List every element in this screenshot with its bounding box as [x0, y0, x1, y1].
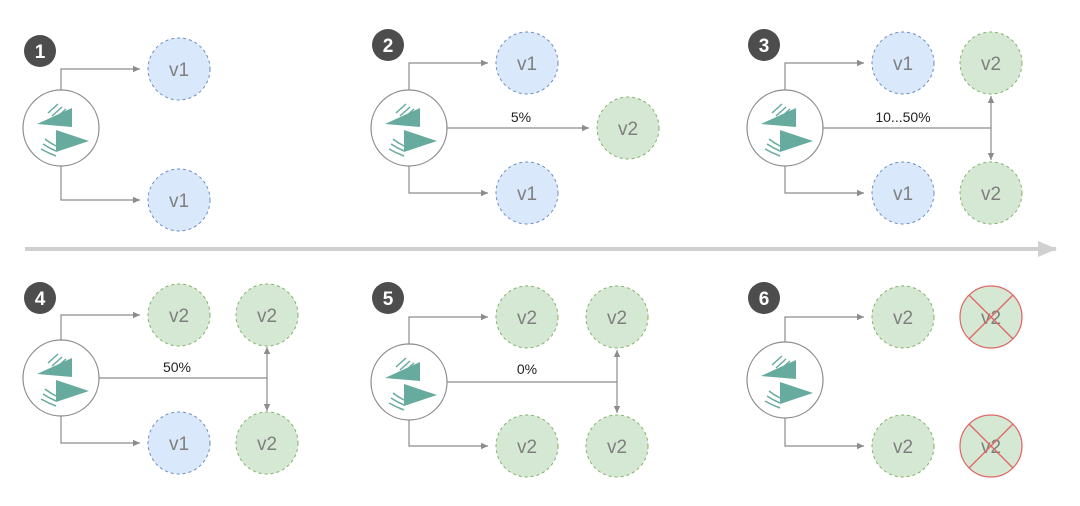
node-top-label: v2: [517, 308, 537, 329]
node-top-label: v1: [169, 60, 189, 81]
node-top-label: v2: [169, 306, 189, 327]
node-top: v1: [147, 37, 211, 101]
traffic-percent-label: 0%: [517, 361, 537, 377]
node-top-label: v1: [517, 54, 537, 75]
cross-icon: [968, 423, 1014, 469]
edge-top: [784, 59, 864, 95]
step-badge-1: [24, 35, 56, 67]
node-bottom-label: v1: [517, 184, 537, 205]
node-far-top: v2: [585, 285, 649, 349]
node-far-top-label: v2: [981, 308, 1001, 329]
step-number-6: 6: [759, 289, 770, 310]
node-far-top-label: v2: [981, 54, 1001, 75]
node-bottom-label: v1: [893, 184, 913, 205]
node-far-bottom: v2: [585, 414, 649, 478]
node-far-top-label: v2: [257, 306, 277, 327]
traffic-percent-label: 5%: [511, 109, 531, 125]
node-far-bottom-label: v2: [257, 434, 277, 455]
step-number-3: 3: [759, 36, 770, 57]
node-bottom: v1: [147, 411, 211, 475]
cross-icon: [968, 294, 1014, 340]
edge-bottom: [784, 165, 864, 197]
step-badge-5: [372, 282, 404, 314]
traffic-percent-label: 50%: [163, 359, 191, 375]
node-top: v1: [495, 31, 559, 95]
step-panel-1: 1 v1 v1: [22, 35, 211, 232]
node-far-top-label: v2: [607, 308, 627, 329]
node-top-label: v2: [893, 308, 913, 329]
node-far-bottom-label: v2: [607, 437, 627, 458]
node-bottom: v1: [147, 168, 211, 232]
node-bottom-label: v2: [893, 437, 913, 458]
router-logo-icon: [370, 343, 448, 421]
node-top-label: v1: [893, 54, 913, 75]
step-badge-6: [748, 282, 780, 314]
edge-top: [408, 59, 488, 95]
step-panel-4: 4 50% v2 v1 v2 v2: [22, 282, 299, 475]
node-far-top: v2: [959, 31, 1023, 95]
node-bottom-label: v1: [169, 434, 189, 455]
node-bottom: v2: [495, 414, 559, 478]
node-top: v2: [147, 283, 211, 347]
edge-bottom: [60, 416, 140, 447]
edge-bottom: [408, 165, 488, 197]
node-far-top: v2: [235, 283, 299, 347]
traffic-percent-label: 10...50%: [875, 109, 930, 125]
step-number-1: 1: [35, 42, 46, 63]
step-number-4: 4: [35, 289, 46, 310]
router-logo-icon: [370, 89, 448, 167]
node-mid-label: v2: [618, 119, 638, 140]
step-badge-2: [372, 29, 404, 61]
node-bottom-label: v1: [169, 191, 189, 212]
node-far-bottom-label: v2: [981, 184, 1001, 205]
edge-top: [408, 313, 488, 346]
node-mid: v2: [596, 96, 660, 160]
node-top: v2: [871, 285, 935, 349]
node-bottom-label: v2: [517, 437, 537, 458]
edge-top: [784, 313, 864, 342]
node-bottom: v1: [495, 161, 559, 225]
node-top: v1: [871, 31, 935, 95]
node-far-bottom: v2: [235, 411, 299, 475]
step-panel-5: 5 0% v2 v2 v2 v2: [370, 282, 649, 478]
router-logo-icon: [746, 341, 824, 419]
node-far-bottom-removed: v2: [959, 414, 1023, 478]
step-number-2: 2: [383, 36, 394, 57]
edge-bottom: [60, 151, 140, 204]
edge-bottom: [784, 418, 864, 450]
node-far-top-removed: v2: [959, 285, 1023, 349]
step-panel-6: 6 v2 v2 v2 v2: [746, 282, 1023, 478]
node-bottom: v1: [871, 161, 935, 225]
node-far-bottom-label: v2: [981, 437, 1001, 458]
router-logo-icon: [22, 89, 100, 167]
step-number-5: 5: [383, 289, 394, 310]
node-far-bottom: v2: [959, 161, 1023, 225]
step-panel-2: 2 5% v1 v1 v2: [370, 29, 660, 225]
edge-top: [60, 311, 140, 346]
router-logo-icon: [746, 89, 824, 167]
edge-bottom: [408, 416, 488, 450]
step-badge-3: [748, 29, 780, 61]
node-bottom: v2: [871, 414, 935, 478]
step-badge-4: [24, 282, 56, 314]
node-top: v2: [495, 285, 559, 349]
step-panel-3: 3 10...50% v1 v1 v2 v2: [746, 29, 1023, 225]
router-logo-icon: [22, 339, 100, 417]
